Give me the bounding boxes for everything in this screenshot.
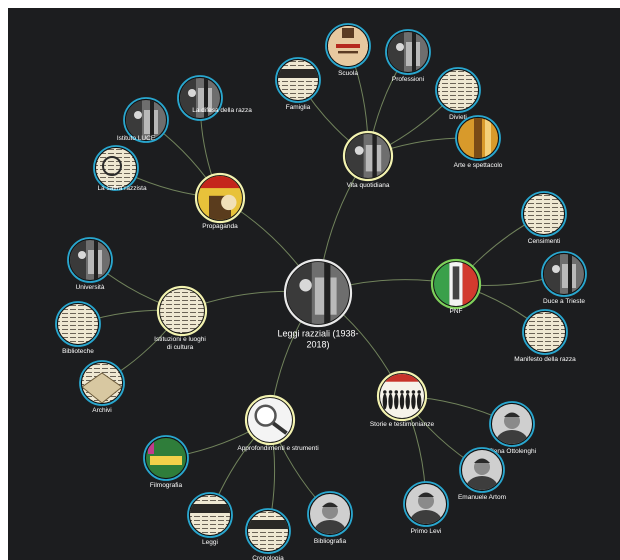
node-cronologia[interactable]: Cronologia xyxy=(245,508,291,560)
node-label: Istituzioni e luoghi xyxy=(154,336,206,343)
film-poster-thumbnail xyxy=(146,438,186,478)
node-root[interactable]: Leggi razziali (1938-2018) xyxy=(277,258,359,349)
book-cover-libro-thumbnail xyxy=(328,26,368,66)
notice-document-thumbnail xyxy=(438,70,478,110)
node-label: La satira razzista xyxy=(97,185,147,192)
manifesto-print-thumbnail xyxy=(525,312,565,352)
book-reader-photo-thumbnail xyxy=(287,262,349,324)
node-label: Università xyxy=(76,284,105,291)
node-label: Divieti xyxy=(449,114,467,121)
node-pnf[interactable]: PNF xyxy=(430,258,482,315)
node-divieti[interactable]: Divieti xyxy=(435,67,481,121)
node-famiglia[interactable]: Famiglia xyxy=(275,57,321,111)
node-biblioteche[interactable]: Biblioteche xyxy=(55,301,101,355)
archive-book-thumbnail xyxy=(82,363,122,403)
mindmap-svg: Leggi razziali (1938-2018) Vita quotidian… xyxy=(55,23,587,560)
node-label: Propaganda xyxy=(202,223,238,230)
node-label: Professioni xyxy=(392,76,424,83)
portrait-man-thumbnail xyxy=(462,450,502,490)
university-building-thumbnail xyxy=(70,240,110,280)
newspaper-clip-thumbnail xyxy=(190,495,230,535)
node-label: Bibliografia xyxy=(314,538,347,545)
node-scuola[interactable]: Scuola xyxy=(325,23,371,77)
node-propaganda[interactable]: Propaganda xyxy=(194,172,246,230)
library-document-thumbnail xyxy=(58,304,98,344)
node-label: Storie e testimonianze xyxy=(370,421,435,428)
shop-sign-photo-thumbnail xyxy=(388,32,428,72)
node-filmografia[interactable]: Filmografia xyxy=(143,435,189,489)
node-label: Archivi xyxy=(92,407,112,414)
nodes-layer: Leggi razziali (1938-2018) Vita quotidian… xyxy=(55,23,587,560)
newspaper-stampa-thumbnail xyxy=(278,60,318,100)
mindmap-canvas: Leggi razziali (1938-2018) Vita quotidian… xyxy=(8,8,620,560)
node-storie[interactable]: Storie e testimonianze xyxy=(370,370,435,428)
node-label: PNF xyxy=(450,308,463,315)
node-label: Primo Levi xyxy=(411,528,442,535)
node-censimenti[interactable]: Censimenti xyxy=(521,191,567,245)
node-arte[interactable]: Arte e spettacolo xyxy=(454,115,503,169)
node-difesa[interactable]: La difesa della razza xyxy=(177,75,252,121)
node-emanuele[interactable]: Emanuele Artom xyxy=(458,447,506,501)
node-luce[interactable]: Istituto LUCE xyxy=(117,97,169,143)
node-bibliografia[interactable]: Bibliografia xyxy=(307,491,353,545)
archive-document-thumbnail xyxy=(160,289,204,333)
newsreel-photo-thumbnail xyxy=(126,100,166,140)
magnifier-icon-thumbnail xyxy=(248,398,292,442)
node-label: Duce a Trieste xyxy=(543,298,585,305)
node-label: di cultura xyxy=(167,344,194,351)
node-label: Biblioteche xyxy=(62,348,94,355)
node-label: Emanuele Artom xyxy=(458,494,506,501)
node-label: Censimenti xyxy=(528,238,561,245)
node-label: Vita quotidiana xyxy=(347,182,390,189)
node-label: Leggi razziali (1938- xyxy=(277,328,358,338)
portrait-woman-thumbnail xyxy=(492,404,532,444)
node-label: Cronologia xyxy=(252,555,284,560)
node-archivi[interactable]: Archivi xyxy=(79,360,125,414)
node-label: La difesa della razza xyxy=(192,107,252,114)
node-label: Istituto LUCE xyxy=(117,135,156,142)
node-primo[interactable]: Primo Levi xyxy=(403,481,449,535)
portrait-sketch-thumbnail xyxy=(310,494,350,534)
node-manifesto[interactable]: Manifesto della razza xyxy=(514,309,576,363)
node-label: Leggi xyxy=(202,539,218,546)
node-label: Elena Ottolenghi xyxy=(488,448,536,455)
satirical-print-thumbnail xyxy=(96,148,136,188)
node-label: Scuola xyxy=(338,70,358,77)
node-label: 2018) xyxy=(306,339,329,349)
street-photo-thumbnail xyxy=(346,134,390,178)
node-duce[interactable]: Duce a Trieste xyxy=(541,251,587,305)
node-label: Filmografia xyxy=(150,482,183,489)
group-silhouettes-thumbnail xyxy=(380,374,424,418)
node-universita[interactable]: Università xyxy=(67,237,113,291)
node-leggi[interactable]: Leggi xyxy=(187,492,233,546)
node-professioni[interactable]: Professioni xyxy=(385,29,431,83)
node-vita[interactable]: Vita quotidiana xyxy=(342,130,394,189)
node-label: Famiglia xyxy=(286,104,311,111)
magazine-illustration-thumbnail xyxy=(180,78,220,118)
node-label: Approfondimenti e strumenti xyxy=(237,445,318,452)
node-label: Arte e spettacolo xyxy=(454,162,503,169)
magazine-cover-thumbnail xyxy=(198,176,242,220)
node-label: Manifesto della razza xyxy=(514,356,576,363)
newspaper-italia-thumbnail xyxy=(248,511,288,551)
party-emblem-thumbnail xyxy=(434,262,478,306)
node-satira[interactable]: La satira razzista xyxy=(93,145,147,192)
node-approfondimenti[interactable]: Approfondimenti e strumenti xyxy=(237,394,319,452)
portrait-man-2-thumbnail xyxy=(406,484,446,524)
node-elena[interactable]: Elena Ottolenghi xyxy=(488,401,536,455)
theater-poster-thumbnail xyxy=(458,118,498,158)
census-document-thumbnail xyxy=(524,194,564,234)
speech-photo-thumbnail xyxy=(544,254,584,294)
